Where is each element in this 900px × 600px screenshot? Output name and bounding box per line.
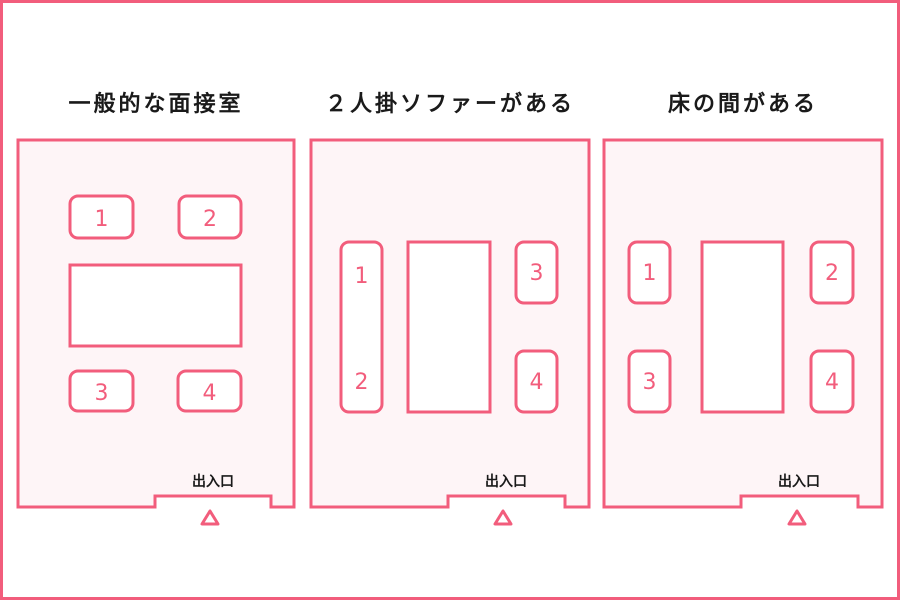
table: [406, 240, 492, 414]
seat-3: 3: [514, 240, 559, 305]
seat-number: 2: [203, 207, 217, 232]
layout-title-two-seat-sofa: ２人掛ソファーがある: [324, 92, 575, 117]
seat-3: 3: [68, 369, 135, 413]
seat-number: 1: [355, 264, 369, 289]
entrance-label: 出入口: [192, 473, 234, 490]
seat-3: 3: [627, 349, 672, 414]
room-tokonoma: 1 2 3 4 出入口: [602, 138, 884, 526]
room-general: 1 2 3 4 出入口: [16, 138, 296, 526]
room-two-seat-sofa: 1 2 3 4 出入口: [309, 138, 591, 526]
seat-4: 4: [514, 349, 559, 414]
seat-number: 1: [643, 261, 657, 286]
seat-number: 4: [530, 370, 544, 395]
seat-number: 3: [643, 370, 657, 395]
layout-title-tokonoma: 床の間がある: [667, 92, 818, 117]
entrance-label: 出入口: [485, 473, 527, 490]
layout-title-general-room: 一般的な面接室: [68, 92, 244, 117]
two-seat-sofa: 1 2: [339, 240, 384, 414]
seat-number: 4: [825, 370, 839, 395]
table: [700, 240, 785, 414]
entrance-label: 出入口: [778, 473, 820, 490]
seat-number: 2: [825, 261, 839, 286]
triangle-up-icon: [200, 509, 220, 526]
seat-2: 2: [809, 240, 855, 305]
seat-number: 1: [95, 207, 109, 232]
seat-number: 4: [203, 381, 217, 406]
seat-4: 4: [176, 369, 243, 413]
seat-1: 1: [68, 194, 135, 240]
seat-4: 4: [809, 349, 855, 414]
seat-number: 3: [530, 261, 544, 286]
seat-number: 2: [355, 370, 369, 395]
seat-1: 1: [627, 240, 672, 305]
seat-number: 3: [95, 381, 109, 406]
triangle-up-icon: [787, 509, 807, 526]
table: [68, 263, 243, 348]
seat-2: 2: [177, 194, 243, 240]
triangle-up-icon: [493, 509, 513, 526]
